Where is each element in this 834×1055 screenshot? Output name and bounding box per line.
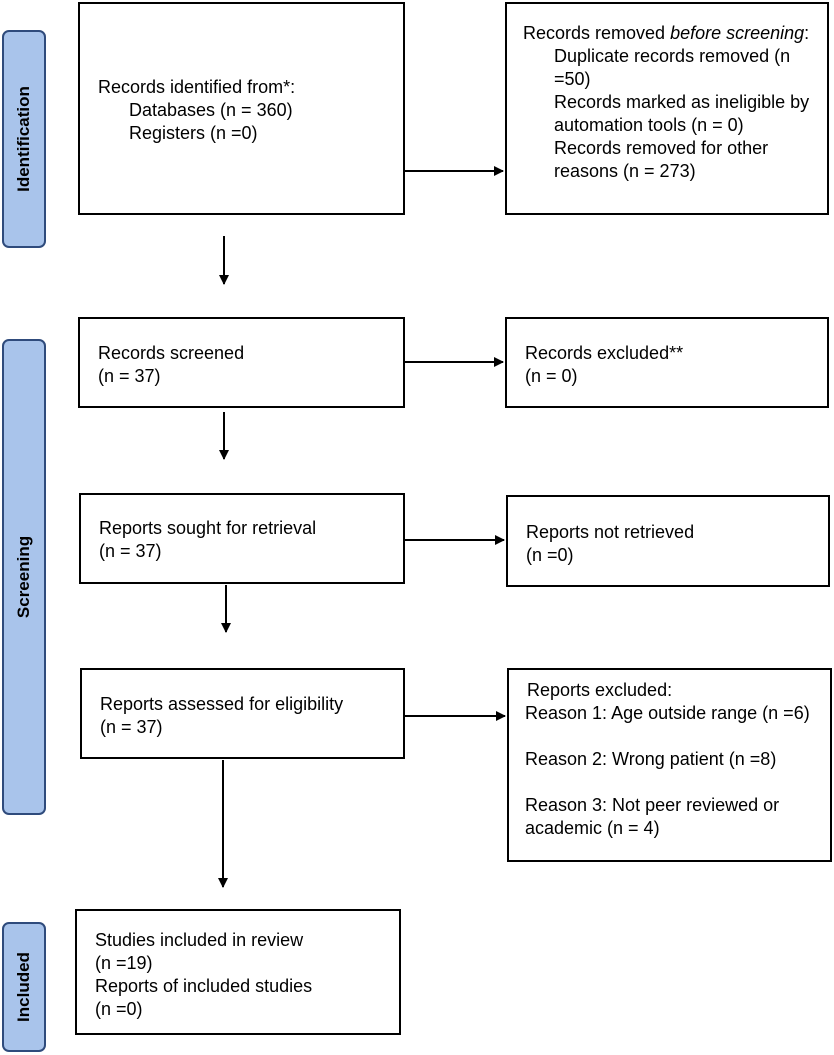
records-screened-box: Records screened (n = 37) — [78, 317, 405, 408]
reports-assessed-title: Reports assessed for eligibility — [100, 694, 344, 714]
records-identified-databases: Databases (n = 360) — [129, 100, 293, 120]
records-removed-duplicates: Duplicate records removed (n =50) — [554, 46, 791, 89]
studies-included-count: (n =19) — [95, 953, 153, 973]
phase-included: Included — [2, 922, 46, 1052]
phase-screening: Screening — [2, 339, 46, 815]
reports-excluded-reason-1: Reason 1: Age outside range (n =6) — [525, 703, 810, 723]
reports-included-count: (n =0) — [95, 999, 143, 1019]
records-removed-other: Records removed for other reasons (n = 2… — [554, 138, 769, 181]
records-identified-box: Records identified from*: Databases (n =… — [78, 2, 405, 215]
reports-assessed-box: Reports assessed for eligibility (n = 37… — [80, 668, 405, 759]
records-excluded-box: Records excluded** (n = 0) — [505, 317, 829, 408]
records-screened-title: Records screened — [98, 343, 245, 363]
records-screened-count: (n = 37) — [98, 366, 161, 386]
reports-excluded-reason-3: Reason 3: Not peer reviewed or academic … — [525, 795, 780, 838]
reports-sought-count: (n = 37) — [99, 541, 162, 561]
reports-not-retrieved-box: Reports not retrieved (n =0) — [506, 495, 830, 587]
records-identified-title: Records identified from*: — [98, 77, 296, 97]
reports-excluded-title: Reports excluded: — [527, 680, 673, 700]
studies-included-box: Studies included in review (n =19) Repor… — [75, 909, 401, 1035]
reports-excluded-box: Reports excluded: Reason 1: Age outside … — [507, 668, 832, 862]
records-excluded-count: (n = 0) — [525, 366, 578, 386]
records-removed-box: Records removed before screening: Duplic… — [505, 2, 829, 215]
reports-not-retrieved-count: (n =0) — [526, 545, 574, 565]
reports-sought-title: Reports sought for retrieval — [99, 518, 317, 538]
studies-included-title: Studies included in review — [95, 930, 304, 950]
reports-not-retrieved-title: Reports not retrieved — [526, 522, 695, 542]
records-identified-registers: Registers (n =0) — [129, 123, 258, 143]
phase-identification: Identification — [2, 30, 46, 248]
reports-assessed-count: (n = 37) — [100, 717, 163, 737]
records-removed-title: Records removed before screening: — [523, 23, 810, 43]
reports-excluded-reason-2: Reason 2: Wrong patient (n =8) — [525, 749, 777, 769]
records-removed-ineligible: Records marked as ineligible by automati… — [554, 92, 810, 135]
reports-included-title: Reports of included studies — [95, 976, 313, 996]
reports-sought-box: Reports sought for retrieval (n = 37) — [79, 493, 405, 584]
records-excluded-title: Records excluded** — [525, 343, 684, 363]
